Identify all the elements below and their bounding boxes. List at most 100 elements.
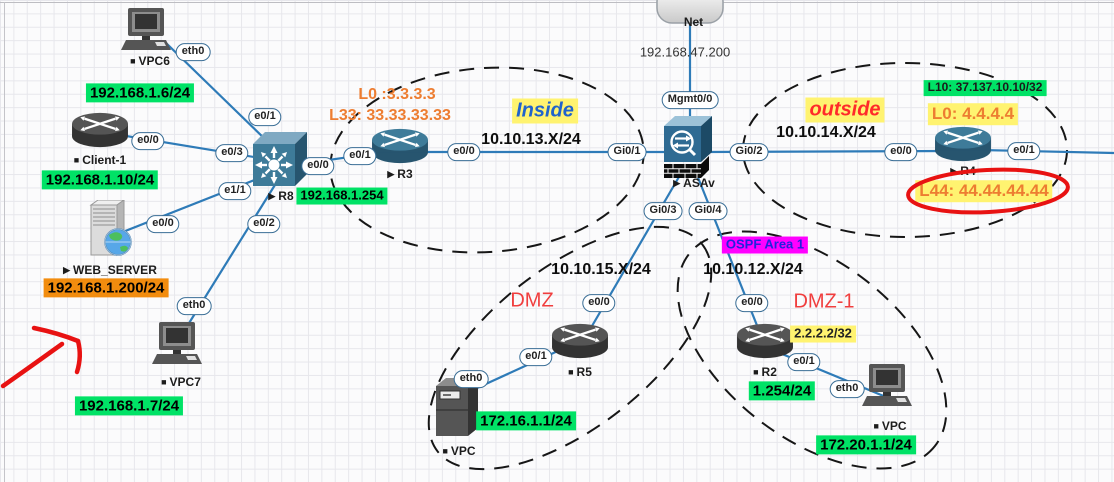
- port-label-eth0[interactable]: eth0: [453, 370, 489, 388]
- annotation-label[interactable]: 192.168.47.200: [639, 44, 731, 60]
- annotation-label[interactable]: L0 :3.3.3.3: [358, 85, 436, 103]
- annotation-label[interactable]: 192.168.1.254: [296, 187, 388, 205]
- port-label-e0-2[interactable]: e0/2: [247, 215, 281, 233]
- link-asav-r2[interactable]: [693, 169, 764, 339]
- router-icon: [71, 111, 129, 149]
- annotation-label[interactable]: 10.10.12.X/24: [703, 260, 803, 278]
- device-asav[interactable]: [662, 114, 714, 178]
- port-label-e0-0[interactable]: e0/0: [582, 294, 616, 312]
- zone-ellipse-dmz[interactable]: [388, 182, 751, 482]
- port-label-eth0[interactable]: eth0: [176, 297, 212, 315]
- pc-icon: [862, 364, 914, 410]
- annotation-label[interactable]: L0: 4.4.4.4: [927, 103, 1019, 125]
- annotation-label[interactable]: 1.254/24: [748, 381, 816, 401]
- device-caption-net[interactable]: Net: [681, 16, 703, 28]
- link-asav-r5[interactable]: [584, 169, 684, 339]
- device-name: Net: [683, 15, 704, 29]
- port-label-e0-0[interactable]: e0/0: [146, 215, 180, 233]
- port-label-Gi0-3[interactable]: Gi0/3: [643, 202, 683, 220]
- status-marker: ■: [873, 421, 879, 431]
- annotation-label[interactable]: L33: 33.33.33.33: [329, 106, 451, 124]
- annotation-label[interactable]: DMZ-1: [793, 290, 855, 313]
- annotation-label[interactable]: 10.10.15.X/24: [551, 260, 651, 278]
- device-name: VPC6: [138, 54, 170, 68]
- device-r4[interactable]: [934, 125, 992, 163]
- device-caption-r2[interactable]: ■R2: [753, 366, 777, 378]
- annotation-label[interactable]: 192.168.1.6/24: [85, 83, 195, 103]
- port-label-e0-0[interactable]: e0/0: [884, 143, 918, 161]
- port-label-e0-0[interactable]: e0/0: [301, 157, 335, 175]
- port-label-Gi0-1[interactable]: Gi0/1: [607, 143, 647, 161]
- annotation-label[interactable]: 172.16.1.1/24: [476, 411, 576, 431]
- device-r5[interactable]: [551, 322, 609, 360]
- device-web-server[interactable]: [83, 200, 135, 260]
- device-caption-client-1[interactable]: ■Client-1: [74, 154, 126, 166]
- device-caption-vpc7[interactable]: ■VPC7: [161, 376, 201, 388]
- annotation-label[interactable]: 10.10.13.X/24: [481, 130, 581, 148]
- server-icon: [83, 200, 135, 260]
- annotation-label[interactable]: Inside: [512, 98, 578, 124]
- router-icon: [736, 322, 794, 360]
- device-caption-web-server[interactable]: ▶WEB_SERVER: [63, 264, 157, 276]
- annotation-label[interactable]: 192.168.1.7/24: [74, 396, 184, 416]
- router-icon: [934, 125, 992, 163]
- device-client-1[interactable]: [71, 111, 129, 149]
- status-marker: ▶: [387, 169, 395, 179]
- port-label-e0-0[interactable]: e0/0: [735, 294, 769, 312]
- status-marker: ■: [568, 367, 574, 377]
- device-vpc-dmz1[interactable]: [862, 364, 914, 410]
- device-caption-r8[interactable]: ▶R8: [268, 190, 293, 202]
- zone-ellipse-outside[interactable]: [742, 62, 1068, 238]
- device-caption-r5[interactable]: ■R5: [568, 366, 592, 378]
- device-vpc6[interactable]: [121, 8, 173, 54]
- device-caption-vpc6[interactable]: ■VPC6: [130, 55, 170, 67]
- device-caption-r3[interactable]: ▶R3: [387, 168, 412, 180]
- pc-icon: [121, 8, 173, 54]
- annotation-label[interactable]: outside: [805, 97, 885, 123]
- device-caption-vpc-dmz[interactable]: ■VPC: [442, 445, 475, 457]
- annotation-label[interactable]: L44: 44.44.44.44: [915, 180, 1053, 202]
- zone-ellipse-dmz-1[interactable]: [635, 185, 989, 482]
- port-label-e0-1[interactable]: e0/1: [248, 108, 282, 126]
- annotation-label[interactable]: 172.20.1.1/24: [816, 435, 916, 455]
- device-name: ASAv: [683, 176, 715, 190]
- annotation-label[interactable]: 192.168.1.10/24: [41, 170, 159, 190]
- port-label-e0-1[interactable]: e0/1: [787, 353, 821, 371]
- port-label-e0-1[interactable]: e0/1: [343, 147, 377, 165]
- annotation-label[interactable]: L10: 37.137.10.10/32: [923, 80, 1047, 96]
- device-name: VPC: [881, 419, 907, 433]
- canvas-top-border: [0, 2, 1114, 3]
- device-r2[interactable]: [736, 322, 794, 360]
- port-label-Gi0-4[interactable]: Gi0/4: [688, 202, 728, 220]
- device-caption-r4[interactable]: ▶R4: [950, 165, 975, 177]
- port-label-eth0[interactable]: eth0: [175, 43, 211, 61]
- port-label-e0-0[interactable]: e0/0: [131, 132, 165, 150]
- port-label-e0-0[interactable]: e0/0: [447, 143, 481, 161]
- annotation-label[interactable]: DMZ: [510, 289, 554, 312]
- status-marker: ■: [130, 56, 136, 66]
- device-vpc7[interactable]: [152, 322, 204, 368]
- port-label-e0-1[interactable]: e0/1: [1007, 142, 1041, 160]
- port-label-e0-1[interactable]: e0/1: [519, 348, 553, 366]
- annotation-label[interactable]: 2.2.2.2/32: [790, 325, 856, 343]
- device-name: R3: [397, 167, 413, 181]
- device-caption-vpc-dmz1[interactable]: ■VPC: [873, 420, 906, 432]
- status-marker: ■: [161, 377, 167, 387]
- port-label-Mgmt0-0[interactable]: Mgmt0/0: [661, 91, 719, 109]
- device-name: VPC: [450, 444, 476, 458]
- device-name: VPC7: [169, 375, 201, 389]
- device-caption-asav[interactable]: ▶ASAv: [673, 177, 715, 189]
- port-label-eth0[interactable]: eth0: [829, 380, 865, 398]
- link-webserver-r8[interactable]: [114, 168, 281, 237]
- switch-icon: [253, 131, 307, 187]
- link-r4-edge[interactable]: [979, 148, 1114, 155]
- port-label-Gi0-2[interactable]: Gi0/2: [729, 143, 769, 161]
- device-r3[interactable]: [371, 127, 429, 165]
- router-icon: [371, 127, 429, 165]
- annotation-label[interactable]: 192.168.1.200/24: [43, 278, 169, 298]
- port-label-e1-1[interactable]: e1/1: [218, 182, 252, 200]
- annotation-label[interactable]: 10.10.14.X/24: [776, 123, 876, 141]
- port-label-e0-3[interactable]: e0/3: [215, 144, 249, 162]
- device-r8[interactable]: [253, 131, 307, 187]
- annotation-label[interactable]: OSPF Area 1: [721, 236, 809, 254]
